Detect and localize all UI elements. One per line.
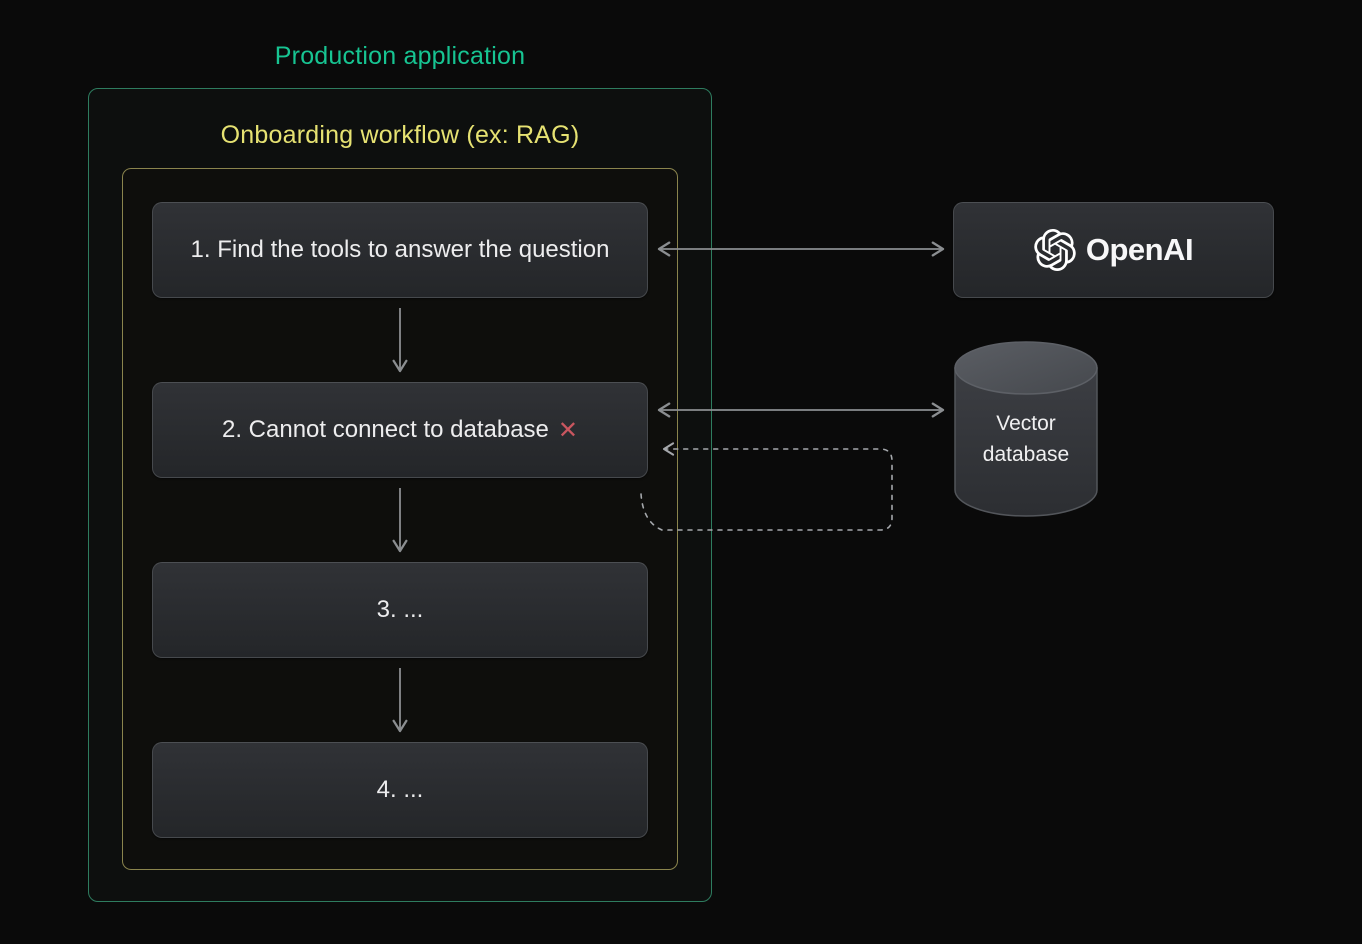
production-application-title: Production application: [274, 42, 526, 70]
step-3-label: 3. ...: [376, 596, 424, 623]
vector-database-label: Vector database: [982, 412, 1070, 466]
step-3-placeholder: 3. ...: [152, 562, 648, 658]
openai-label: OpenAI: [1085, 232, 1194, 267]
step-1-label: 1. Find the tools to answer the question: [190, 236, 610, 263]
openai-node: OpenAI: [953, 202, 1274, 298]
openai-logo-icon: [1034, 229, 1076, 271]
step-4-label: 4. ...: [376, 776, 424, 803]
error-x-icon: ✕: [557, 416, 578, 444]
step-1-find-tools: 1. Find the tools to answer the question: [152, 202, 648, 298]
onboarding-workflow-title: Onboarding workflow (ex: RAG): [220, 121, 580, 149]
step-2-label: 2. Cannot connect to database: [221, 416, 549, 443]
step-4-placeholder: 4. ...: [152, 742, 648, 838]
step-2-cannot-connect: 2. Cannot connect to database ✕: [152, 382, 648, 478]
